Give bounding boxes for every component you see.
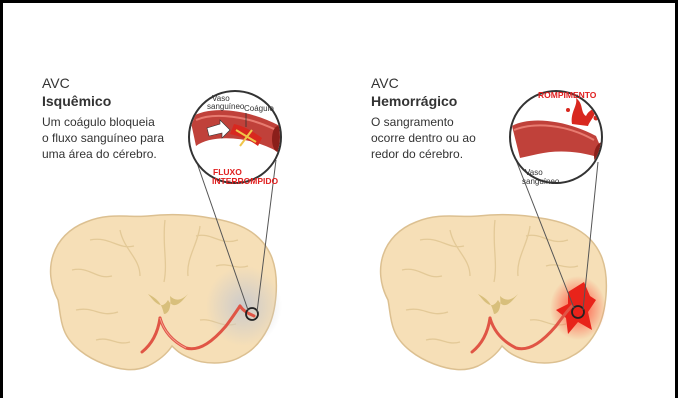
ischemic-zoom-circle: Vaso sanguíneo Coágulo FLUXO INTERROMPID… <box>189 91 284 186</box>
vessel-lumen <box>594 142 612 170</box>
vessel-label: sanguíneo <box>207 102 245 111</box>
vessel-label: Vaso <box>525 168 543 177</box>
flow-label: INTERROMPIDO <box>212 176 279 186</box>
clot-label: Coágulo <box>244 104 274 113</box>
ischemic-brain <box>51 215 282 370</box>
hemorrhagic-brain <box>381 215 607 370</box>
vessel-label: sanguíneo <box>522 177 560 186</box>
rupture-label: ROMPIMENTO <box>538 90 597 100</box>
